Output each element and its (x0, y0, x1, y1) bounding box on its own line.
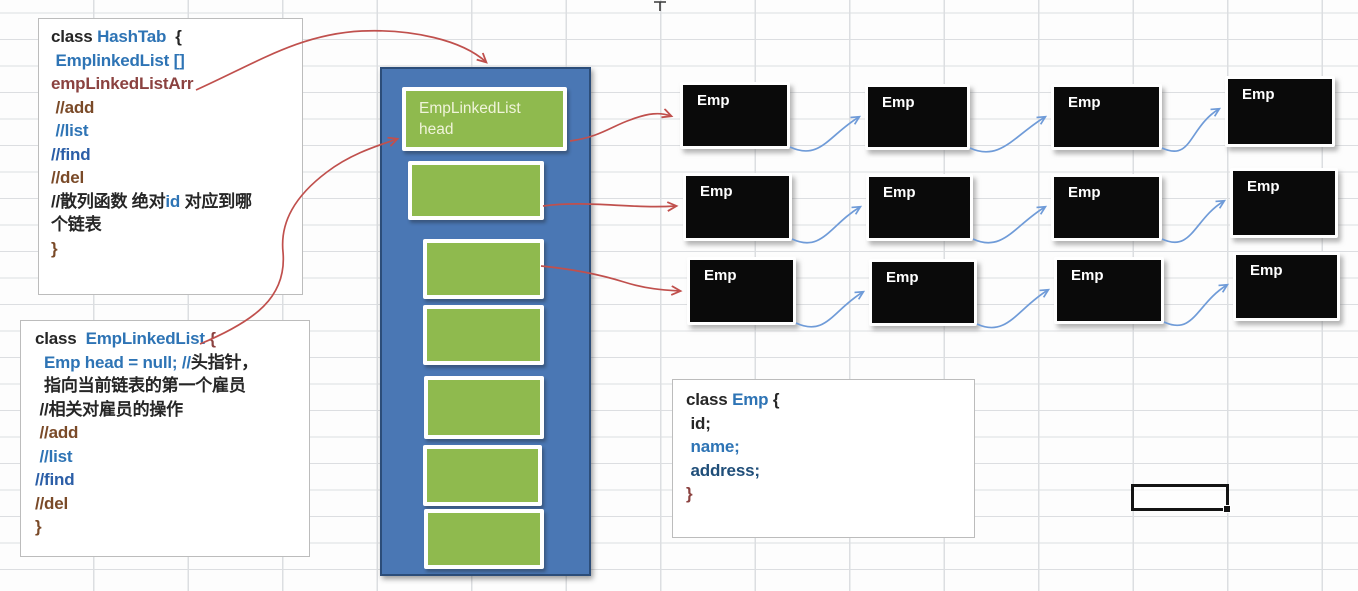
emp-node-r3-c4[interactable]: Emp (1233, 252, 1340, 321)
emplinkedlist-line: //list (35, 445, 303, 469)
code-text: 头指针， (190, 352, 259, 372)
code-text: EmpLinkedList (85, 329, 210, 348)
code-text: 个链表 (51, 215, 102, 234)
emplinkedlist-line: //del (35, 492, 303, 516)
code-text: //find (35, 470, 75, 489)
emp-node-label: Emp (1250, 262, 1283, 279)
empclass-line: address; (686, 459, 968, 483)
emp-node-label: Emp (700, 183, 733, 200)
emplinkedlist-line: Emp head = null; //头指针， (35, 351, 303, 375)
emp-node-r2-c3[interactable]: Emp (1051, 174, 1162, 241)
emplinkedlist-line: 指向当前链表的第一个雇员 (35, 374, 303, 398)
emp-node-label: Emp (886, 269, 919, 286)
emplinkedlist-line: class EmpLinkedList { (35, 327, 303, 351)
empclass-line: name; (686, 435, 968, 459)
array-slot-3[interactable] (423, 305, 544, 365)
hashtab-line: //散列函数 绝对id 对应到哪 (51, 190, 296, 214)
hashtab-line: //add (51, 96, 296, 120)
fill-handle[interactable] (1223, 505, 1231, 513)
code-text: 对应到哪 (180, 191, 252, 211)
empclass-line: } (686, 482, 968, 506)
hashtab-line: //list (51, 119, 296, 143)
code-text: class (35, 329, 86, 348)
code-text: //list (51, 121, 89, 140)
emp-node-r1-c1[interactable]: Emp (680, 82, 790, 149)
code-text: } (686, 484, 693, 503)
code-text: //list (35, 446, 73, 466)
emp-node-r3-c3[interactable]: Emp (1054, 257, 1164, 324)
emp-node-label: Emp (882, 94, 915, 111)
code-text: 指向当前链表的第一个雇员 (35, 376, 246, 395)
code-text: address; (686, 460, 760, 480)
emp-node-label: Emp (697, 92, 730, 109)
emplinkedlist-line: } (35, 515, 303, 539)
emp-node-r1-c4[interactable]: Emp (1225, 76, 1335, 147)
hashtab-line: 个链表 (51, 213, 296, 237)
emplinkedlist-line: //find (35, 468, 303, 492)
array-slot-4[interactable] (424, 376, 544, 439)
emplinkedlist-class-box[interactable]: class EmpLinkedList { Emp head = null; /… (20, 320, 310, 557)
code-text: //散列函数 绝对 (51, 191, 166, 211)
hashtab-line: } (51, 237, 296, 261)
code-text: Emp (732, 390, 773, 409)
code-text: } (51, 238, 58, 258)
hashtab-line: class HashTab { (51, 25, 296, 49)
hashtab-line: //find (51, 143, 296, 167)
emp-node-r3-c2[interactable]: Emp (869, 259, 977, 326)
code-text: id (165, 191, 181, 211)
emp-node-label: Emp (1068, 184, 1101, 201)
code-text: { (170, 27, 182, 46)
code-text: { (772, 390, 780, 409)
code-text: EmplinkedList [] (51, 50, 185, 70)
code-text: } (35, 517, 42, 536)
emp-node-label: Emp (883, 184, 916, 201)
array-slot-6[interactable] (424, 509, 544, 569)
hashtab-line: //del (51, 166, 296, 190)
emp-node-label: Emp (1068, 94, 1101, 111)
code-text: name; (686, 437, 740, 456)
code-text: class (686, 390, 733, 409)
emp-node-r2-c4[interactable]: Emp (1230, 168, 1338, 238)
emp-node-r1-c3[interactable]: Emp (1051, 84, 1162, 150)
hashtab-line: EmplinkedList [] (51, 49, 296, 73)
code-text: Emp head = null; // (35, 352, 191, 372)
emp-node-label: Emp (1071, 267, 1104, 284)
emp-class-box[interactable]: class Emp { id; name; address;} (672, 379, 975, 538)
code-text: empLinkedListArr (51, 74, 194, 93)
selected-cell[interactable] (1131, 484, 1231, 513)
hashtab-line: empLinkedListArr (51, 72, 296, 96)
code-text: class (51, 27, 98, 46)
emp-node-r2-c1[interactable]: Emp (683, 173, 792, 241)
hashtab-class-box[interactable]: class HashTab { EmplinkedList [] empLinke… (38, 18, 303, 295)
emp-node-label: Emp (704, 267, 737, 284)
array-slot-label: head (419, 121, 454, 138)
array-slot-1[interactable] (408, 161, 544, 220)
code-text: { (209, 329, 216, 348)
emp-node-label: Emp (1242, 86, 1275, 103)
code-text: //add (35, 423, 79, 442)
code-text: HashTab (97, 27, 171, 46)
emplinkedlist-line: //相关对雇员的操作 (35, 398, 303, 422)
array-slot-2[interactable] (423, 239, 544, 299)
emp-node-r1-c2[interactable]: Emp (865, 84, 970, 150)
array-slot-label: EmpLinkedList (419, 100, 521, 117)
emplinkedlist-line: //add (35, 421, 303, 445)
code-text: //del (51, 168, 85, 187)
code-text: id; (686, 413, 711, 433)
array-slot-0[interactable]: EmpLinkedList head (402, 87, 567, 151)
code-text: //del (35, 493, 69, 513)
emp-node-r3-c1[interactable]: Emp (687, 257, 796, 325)
code-text: //add (51, 97, 95, 117)
empclass-line: id; (686, 412, 968, 436)
code-text: //相关对雇员的操作 (35, 399, 184, 419)
emp-node-r2-c2[interactable]: Emp (866, 174, 973, 241)
array-slot-5[interactable] (423, 445, 542, 506)
code-text: //find (51, 144, 91, 164)
empclass-line: class Emp { (686, 388, 968, 412)
emp-node-label: Emp (1247, 178, 1280, 195)
